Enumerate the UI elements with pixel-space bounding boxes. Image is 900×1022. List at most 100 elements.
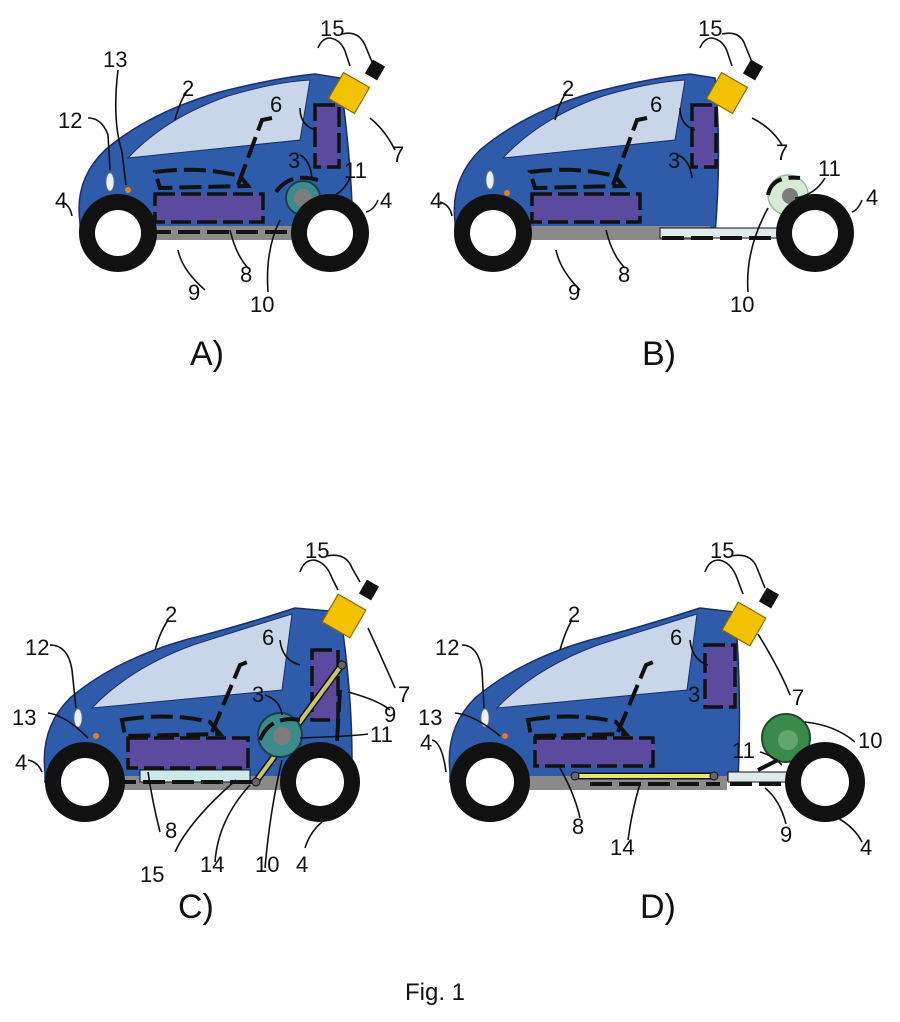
callout-label: 6 (670, 625, 682, 650)
callout-label: 4 (430, 188, 442, 213)
callout-label: 2 (165, 602, 177, 627)
panel-d: 15 2 12 6 13 7 3 10 4 11 8 14 9 4 D) (418, 538, 882, 926)
callout-label: 4 (380, 188, 392, 213)
callout-label: 7 (776, 140, 788, 165)
windshield (495, 613, 698, 709)
motor-hub (778, 730, 798, 750)
vehicle-c (43, 579, 380, 822)
indicator-lamp (502, 733, 508, 739)
callout-label: 12 (58, 108, 82, 133)
rear-wheel (280, 742, 360, 822)
battery-pack (153, 192, 265, 224)
indicator-lamp (125, 187, 131, 193)
bay-outline (766, 175, 801, 196)
callout-label: 2 (182, 76, 194, 101)
detached-rail (727, 771, 789, 783)
callout-label: 4 (420, 730, 432, 755)
callout-label: 4 (866, 185, 878, 210)
callout-label: 14 (610, 835, 634, 860)
module-box (705, 71, 749, 115)
module-box (327, 71, 371, 115)
callout-label: 15 (320, 16, 344, 41)
callout-label: 15 (698, 16, 722, 41)
panel-c: 15 2 12 6 7 9 3 13 11 4 8 15 14 10 4 C) (12, 538, 410, 926)
module-box (321, 593, 367, 639)
callout-label: 6 (270, 92, 282, 117)
leader-lines-d (431, 554, 863, 843)
vehicle-a (78, 59, 386, 272)
callout-label: 9 (568, 280, 580, 305)
callout-label: 13 (12, 705, 36, 730)
module-box (721, 601, 767, 647)
callout-label: 11 (732, 738, 755, 763)
callout-label: 4 (55, 188, 67, 213)
leader-lines-b (439, 32, 863, 293)
front-wheel (454, 194, 532, 272)
front-wheel (79, 194, 157, 272)
headlight (485, 170, 495, 190)
callout-label: 11 (818, 156, 841, 181)
callout-label: 3 (252, 682, 264, 707)
rail-roller (570, 771, 580, 781)
callout-label: 15 (305, 538, 329, 563)
callout-label: 6 (262, 625, 274, 650)
battery-upright (703, 643, 737, 709)
callout-label: 7 (392, 142, 404, 167)
module-connector (758, 587, 780, 609)
callout-label: 12 (435, 635, 459, 660)
callout-label: 10 (730, 292, 754, 317)
rear-wheel (291, 194, 369, 272)
callouts-c: 15 2 12 6 7 9 3 13 11 4 8 15 14 10 4 (12, 538, 410, 887)
callout-label: 4 (296, 852, 308, 877)
callout-label: 3 (668, 148, 680, 173)
swap-module (705, 59, 764, 115)
figure-caption: Fig. 1 (405, 979, 465, 1006)
callout-label: 14 (200, 852, 224, 877)
battery-upright (313, 103, 341, 169)
bay-outline (757, 756, 783, 772)
callout-label: 10 (255, 852, 279, 877)
swap-module (327, 59, 386, 115)
leader-lines-a (61, 32, 396, 293)
callout-label: 7 (398, 682, 410, 707)
rail-roller (251, 777, 261, 787)
panel-a: 15 13 2 12 6 7 3 11 4 4 9 8 10 A) (55, 16, 404, 373)
callout-label: 6 (650, 92, 662, 117)
chassis-floor (495, 226, 710, 240)
callout-label: 8 (572, 814, 584, 839)
vehicle-b (453, 59, 854, 272)
motor-hub (782, 188, 798, 204)
callout-label: 12 (25, 635, 49, 660)
vehicle-d (448, 587, 865, 822)
panel-label: D) (640, 888, 676, 926)
battery-upright (690, 103, 718, 169)
rail-roller (709, 771, 719, 781)
callout-label: 10 (250, 292, 274, 317)
windshield (90, 613, 293, 709)
front-wheel (450, 742, 530, 822)
rear-wheel (785, 742, 865, 822)
callout-label: 2 (568, 602, 580, 627)
rail-roller (337, 660, 347, 670)
module-connector (364, 59, 386, 81)
callout-label: 10 (858, 728, 882, 753)
swap-module (721, 587, 780, 647)
headlight (105, 172, 115, 192)
callout-label: 9 (780, 822, 792, 847)
motor-hub (273, 727, 291, 745)
rear-wheel (776, 194, 854, 272)
swap-module (321, 579, 380, 639)
indicator-lamp (93, 733, 99, 739)
callout-label: 13 (418, 705, 442, 730)
seat-back (616, 658, 659, 733)
bay-outline (274, 175, 319, 194)
callout-label: 2 (562, 76, 574, 101)
light-panel (139, 769, 251, 783)
panel-label: B) (642, 335, 676, 373)
callout-label: 11 (370, 722, 393, 747)
battery-pack (126, 736, 250, 770)
windshield (126, 79, 311, 159)
callout-label: 15 (140, 862, 164, 887)
indicator-lamp (504, 190, 510, 196)
callout-label: 3 (288, 148, 300, 173)
